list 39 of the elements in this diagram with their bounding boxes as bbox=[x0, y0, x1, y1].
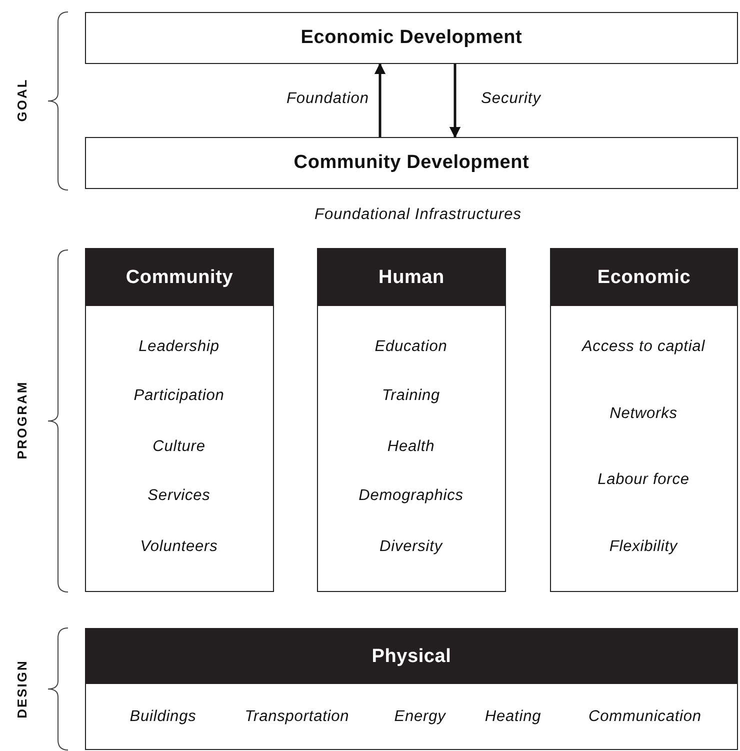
goal-box bbox=[85, 12, 738, 64]
list-item: Participation bbox=[134, 387, 224, 405]
category-panel bbox=[85, 248, 274, 592]
list-item: Labour force bbox=[598, 471, 690, 489]
section-label: GOAL bbox=[14, 78, 30, 122]
section-label: PROGRAM bbox=[14, 380, 30, 460]
list-item: Access to captial bbox=[582, 338, 706, 356]
box-title: Community Development bbox=[294, 152, 530, 174]
list-item: Networks bbox=[610, 405, 678, 423]
arrow bbox=[374, 62, 386, 137]
list-item: Culture bbox=[152, 438, 206, 456]
list-item: Demographics bbox=[358, 487, 464, 505]
category-panel bbox=[85, 628, 738, 750]
panel-header: Physical bbox=[86, 629, 737, 684]
edge-label: Security bbox=[481, 90, 541, 108]
list-item: Volunteers bbox=[140, 538, 218, 556]
category-panel bbox=[317, 248, 506, 592]
list-item: Communication bbox=[588, 708, 702, 726]
section-label: DESIGN bbox=[14, 660, 30, 718]
panel-header: Human bbox=[318, 249, 505, 306]
list-item: Transportation bbox=[244, 708, 350, 726]
list-item: Health bbox=[387, 438, 435, 456]
list-item: Diversity bbox=[379, 538, 443, 556]
panel-header: Economic bbox=[551, 249, 737, 306]
list-item: Heating bbox=[484, 708, 542, 726]
category-panel bbox=[550, 248, 738, 592]
note-text: Foundational Infrastructures bbox=[314, 206, 522, 224]
list-item: Education bbox=[374, 338, 448, 356]
goal-box bbox=[85, 137, 738, 189]
list-item: Leadership bbox=[138, 338, 220, 356]
edge-label: Foundation bbox=[286, 90, 369, 108]
list-item: Training bbox=[382, 387, 440, 405]
list-item: Energy bbox=[394, 708, 446, 726]
arrow bbox=[449, 64, 461, 138]
box-title: Economic Development bbox=[300, 27, 522, 49]
list-item: Services bbox=[148, 487, 210, 505]
panel-header: Community bbox=[86, 249, 273, 306]
list-item: Flexibility bbox=[609, 538, 678, 556]
list-item: Buildings bbox=[130, 708, 196, 726]
